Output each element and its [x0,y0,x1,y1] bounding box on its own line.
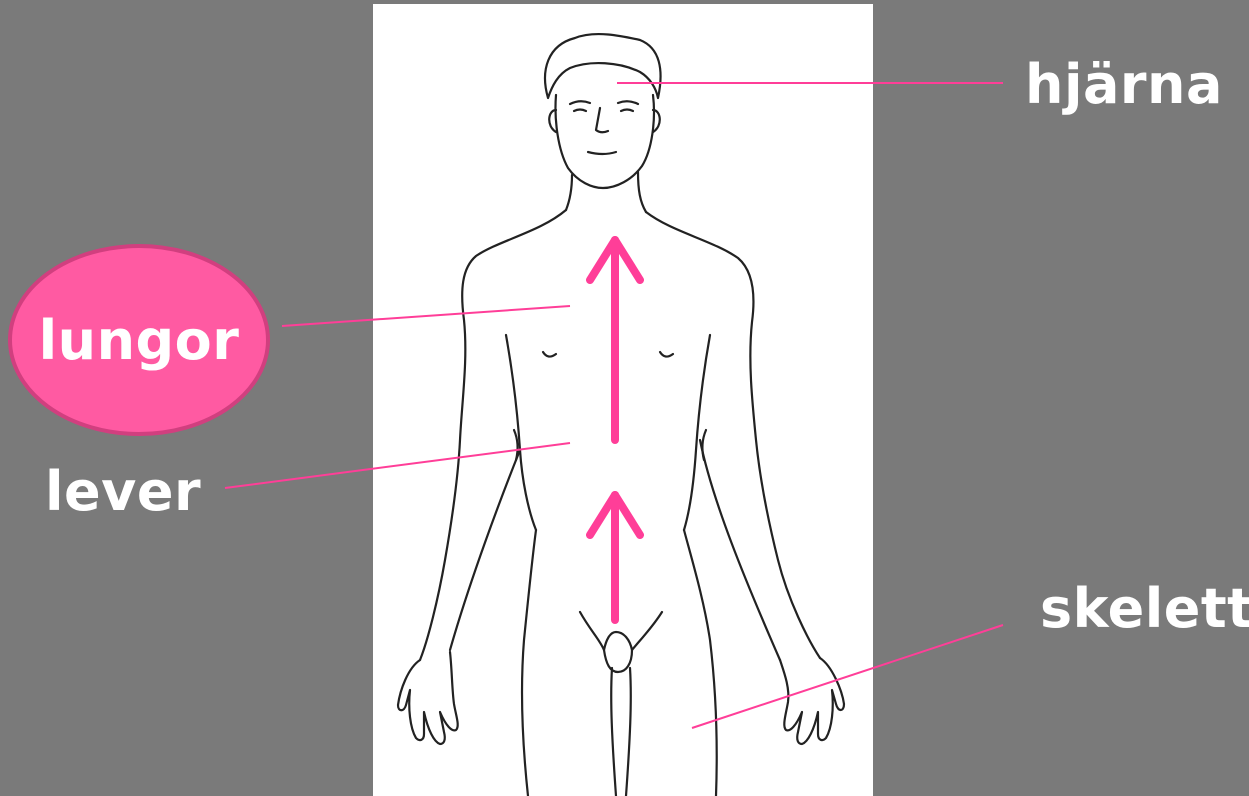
pointer-line-lungor [282,306,570,326]
label-lungor-text: lungor [39,314,240,368]
pointer-line-lever [225,443,570,488]
human-body-outline [398,34,844,796]
label-lungor: lungor [10,245,268,437]
lower-arrow-icon [590,495,640,620]
label-lever: lever [45,465,201,519]
upward-arrows [590,240,640,620]
label-skelett: skelett [1040,582,1249,636]
label-hjarna: hjärna [1025,58,1223,112]
upper-arrow-icon [590,240,640,440]
pointer-line-skelett [692,625,1003,728]
